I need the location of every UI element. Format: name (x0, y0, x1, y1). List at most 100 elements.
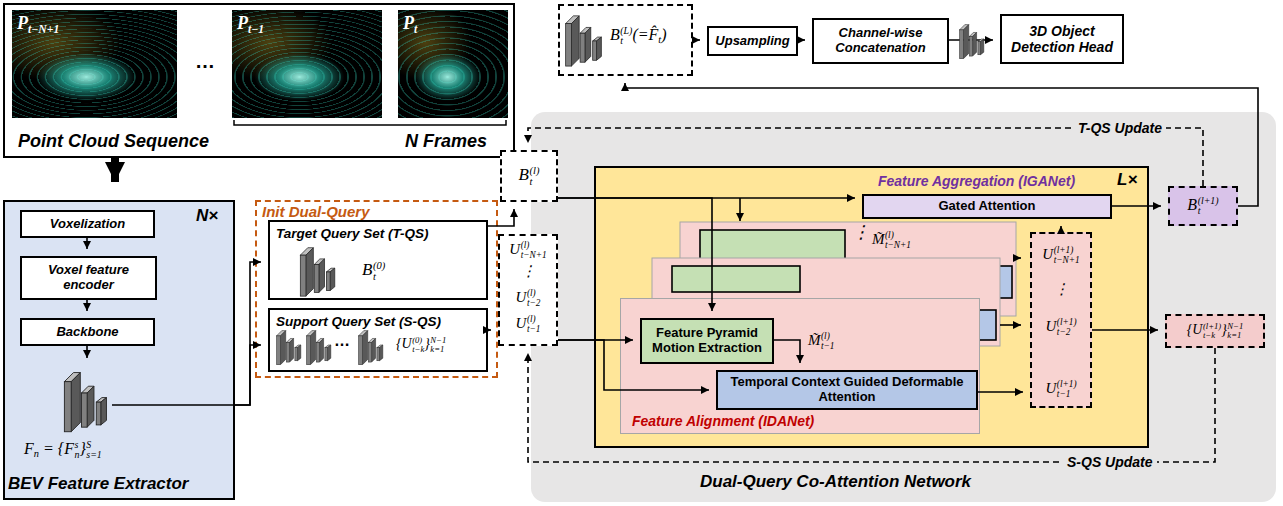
feature-stack-icon (64, 373, 106, 432)
process-box: Voxelization (20, 210, 155, 238)
connector-arrow (558, 340, 709, 390)
subscript: n (34, 448, 39, 459)
node-text: Point Cloud Sequence (18, 131, 209, 152)
text-holder: Ut−N+1(l) (500, 240, 556, 260)
subscript: s=1 (86, 450, 102, 460)
text-holder: Feature Alignment (IDANet) (632, 412, 814, 430)
connector-arrow (693, 39, 700, 41)
index-stack: t−1(l) (821, 332, 835, 352)
text-holder: N× (196, 206, 218, 226)
node-text: Voxelization (50, 217, 125, 232)
node-text: Ut−2(l+1) (1046, 318, 1077, 338)
node-text: Pt−1 (237, 13, 264, 36)
label-holder: T-QS Update (1074, 119, 1166, 137)
connector-arrow (798, 39, 805, 41)
subscript: t (1198, 206, 1219, 216)
text-holder: BEV Feature Extractor (8, 474, 188, 494)
connector-arrow (86, 238, 88, 249)
text-holder: Init Dual-Query (262, 203, 370, 221)
connector-arrow (528, 128, 1203, 186)
subscript: t−1 (527, 325, 541, 335)
node-text: Feature Pyramid Motion Extraction (647, 326, 767, 356)
superscript: (l) (527, 315, 541, 325)
process-box: Backbone (20, 318, 155, 346)
node-text: {Ut−k(0)}k=1N−1 (396, 336, 446, 354)
node-text: Bt(l) (519, 165, 540, 187)
feature-stack-icons (64, 16, 983, 432)
superscript: (l) (885, 231, 911, 241)
ellipsis: … (195, 50, 215, 73)
node-text: Gated Attention (938, 199, 1035, 214)
superscript: (0) (412, 336, 424, 345)
label-holder: M̃t−N+1(l) (872, 230, 911, 250)
subscript: k=1 (1227, 331, 1243, 340)
feature-stack-icon (960, 25, 984, 59)
node-text: Ut−1(l+1) (1046, 380, 1077, 400)
text-holder: Ut−1(l) (500, 314, 556, 334)
point-cloud-frame: Pt−N+1 (12, 10, 177, 118)
head-box: 3D Object Detection Head (1000, 14, 1124, 64)
superscript: S (86, 440, 102, 450)
connector-arrow (1060, 226, 1062, 232)
connector-arrow (488, 329, 491, 331)
index-stack: t−1(l+1) (1057, 380, 1077, 400)
text-holder: Target Query Set (T-QS) (276, 224, 429, 242)
subscript: n (74, 450, 79, 460)
layer-panel: Gated AttentionFeature Pyramid Motion Ex… (594, 166, 1149, 448)
node-text: 3D Object Detection Head (1007, 23, 1117, 55)
process-box: Feature Pyramid Motion Extraction (640, 318, 774, 364)
node-text: Init Dual-Query (262, 203, 370, 220)
superscript: (l+1) (1057, 318, 1077, 328)
index-stack: t(l) (529, 165, 539, 187)
subscript: t−1 (821, 342, 835, 352)
text-holder: Support Query Set (S-QS) (276, 312, 441, 330)
text-holder: Dual-Query Co-Attention Network (700, 472, 971, 492)
flow-arrow (739, 198, 741, 221)
motion-label: M̃t−N+1(l) (872, 231, 911, 251)
edge-label: M̃t−1(l) (808, 332, 834, 352)
subscript: t−N+1 (28, 23, 59, 36)
subscript: t−1 (1057, 390, 1077, 400)
text-holder: Bt(L)(=F̂t) (610, 26, 667, 47)
flow-line (112, 404, 234, 406)
query-box: Bt(l) (500, 150, 558, 202)
subscript: t−2 (1057, 328, 1077, 338)
index-stack: t−2(l+1) (1057, 318, 1077, 338)
frames-bracket (234, 120, 506, 125)
text-holder: Ut−2(l+1) (1032, 317, 1090, 337)
feature-stack-icon (300, 248, 334, 296)
node-text: Ut−N+1(l) (509, 241, 546, 261)
flow-arrow (1016, 257, 1021, 259)
text-holder: Point Cloud Sequence (18, 131, 209, 152)
index-stack: s=1S (86, 440, 102, 461)
node-text: Bt(0) (362, 260, 385, 282)
index-stack: t−k(l+1) (1203, 322, 1221, 340)
subscript: t−1 (248, 23, 264, 36)
connector-arrow (86, 300, 88, 311)
subscript: t (414, 23, 417, 36)
query-box: Bt(l+1) (1168, 186, 1238, 226)
index-stack: t−1(l) (527, 315, 541, 335)
node-text: Voxel feature encoder (27, 263, 150, 293)
flow-arrow (1000, 324, 1021, 326)
subscript: t−k (412, 345, 424, 354)
text-holder: N Frames (405, 131, 487, 152)
connector-arrow (488, 209, 514, 226)
text-holder: ⋮ (500, 262, 556, 280)
node-text: Bt(l+1) (1187, 196, 1218, 217)
feature-stack-icon (307, 331, 331, 365)
subscript: t−N+1 (521, 251, 547, 261)
index-stack: t(0) (373, 260, 385, 282)
subscript: t (620, 36, 632, 46)
index-stack: k=1N−1 (430, 336, 446, 354)
text-holder: L× (1117, 170, 1137, 190)
sequence-panel: Pt−N+1Pt−1PtPoint Cloud SequenceN Frames (3, 3, 515, 158)
node-text: Feature Aggregation (IGANet) (878, 173, 1075, 189)
node-text: Dual-Query Co-Attention Network (700, 472, 971, 492)
subscript: t (529, 176, 539, 187)
node-text: N Frames (405, 131, 487, 152)
subscript: k=1 (430, 345, 446, 354)
feature-stack-icon (277, 331, 301, 365)
node-text: {Ut−k(l+1)}k=1N−1 (1187, 322, 1244, 340)
label-holder: S-QS Update (1063, 453, 1157, 471)
